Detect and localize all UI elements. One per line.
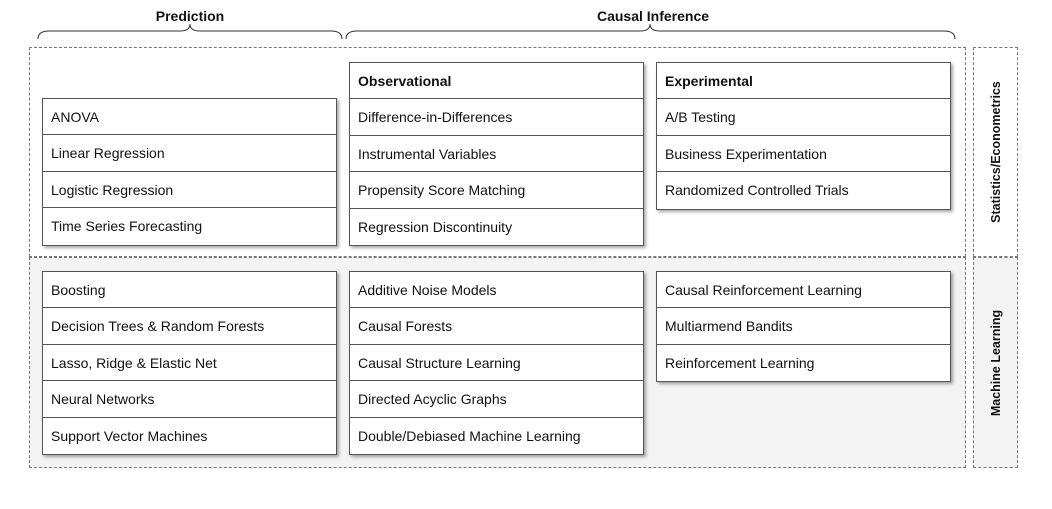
list-item: Time Series Forecasting	[51, 218, 203, 235]
ml-prediction-box: Boosting Decision Trees & Random Forests…	[42, 271, 337, 455]
list-item: Instrumental Variables	[350, 136, 643, 173]
statistics-econometrics-label: Statistics/Econometrics	[988, 81, 1003, 223]
machine-learning-label: Machine Learning	[988, 309, 1003, 416]
experimental-title: Experimental	[657, 63, 950, 100]
list-item: Logistic Regression	[43, 172, 336, 209]
list-item: Additive Noise Models	[350, 272, 643, 309]
list-item: Causal Structure Learning	[350, 345, 643, 382]
stats-experimental-box: Experimental A/B Testing Business Experi…	[656, 62, 951, 210]
list-item: Neural Networks	[43, 381, 336, 418]
list-item: Directed Acyclic Graphs	[350, 381, 643, 418]
list-item: Support Vector Machines	[51, 427, 208, 444]
prediction-brace	[37, 23, 343, 40]
list-item: Linear Regression	[43, 135, 336, 172]
list-item: Reinforcement Learning	[665, 354, 815, 371]
statistics-region	[29, 47, 966, 257]
statistics-side-area: Statistics/Econometrics	[973, 47, 1018, 257]
list-item: Propensity Score Matching	[350, 172, 643, 209]
list-item: Multiarmend Bandits	[657, 308, 950, 345]
ml-observational-box: Additive Noise Models Causal Forests Cau…	[349, 271, 644, 455]
list-item: Boosting	[43, 272, 336, 309]
list-item: Lasso, Ridge & Elastic Net	[43, 345, 336, 382]
list-item: ANOVA	[43, 99, 336, 136]
list-item: Decision Trees & Random Forests	[43, 308, 336, 345]
list-item: Business Experimentation	[657, 136, 950, 173]
list-item: Regression Discontinuity	[358, 218, 513, 235]
causal-inference-header: Causal Inference	[596, 8, 710, 24]
observational-title: Observational	[350, 63, 643, 100]
causal-inference-brace	[345, 23, 956, 40]
stats-observational-box: Observational Difference-in-Differences …	[349, 62, 644, 246]
list-item: Causal Forests	[350, 308, 643, 345]
list-item: Causal Reinforcement Learning	[657, 272, 950, 309]
list-item: Double/Debiased Machine Learning	[358, 427, 581, 444]
ml-experimental-box: Causal Reinforcement Learning Multiarmen…	[656, 271, 951, 383]
machine-learning-side-area: Machine Learning	[973, 257, 1018, 468]
stats-prediction-box: ANOVA Linear Regression Logistic Regress…	[42, 98, 337, 246]
prediction-header: Prediction	[155, 8, 225, 24]
list-item: Randomized Controlled Trials	[665, 182, 849, 199]
list-item: A/B Testing	[657, 99, 950, 136]
list-item: Difference-in-Differences	[350, 99, 643, 136]
